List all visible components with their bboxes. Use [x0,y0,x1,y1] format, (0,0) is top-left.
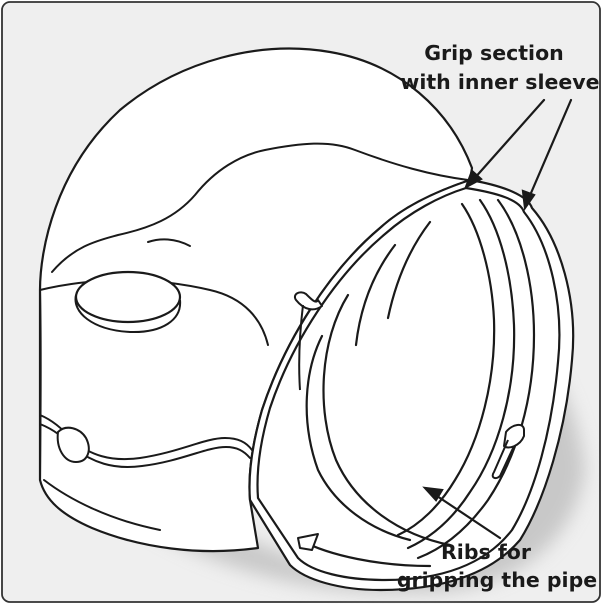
ribs-label-line2: gripping the pipe [397,568,597,592]
grip-label-line2: with inner sleeve [400,70,599,94]
oval-boss [76,272,180,322]
left-flank-edge [40,290,41,480]
ribs-label-line1: Ribs for [441,540,532,564]
grip-label-line1: Grip section [424,41,564,65]
